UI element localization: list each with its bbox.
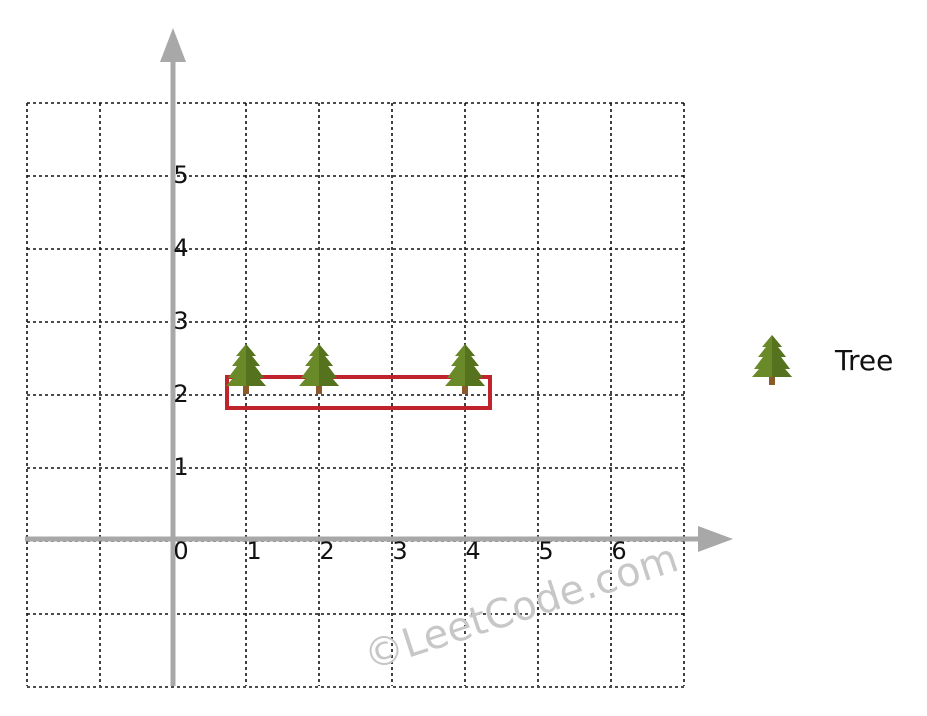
x-tick-label: 5 [538, 537, 553, 565]
tree-markers [226, 344, 485, 394]
y-tick-label: 2 [173, 380, 188, 408]
dotted-grid [26, 102, 685, 688]
x-tick-label: 1 [246, 537, 261, 565]
x-tick-label: 6 [611, 537, 626, 565]
fence-layer [225, 375, 492, 410]
y-tick-label: 3 [173, 307, 188, 335]
x-tick-label: 3 [392, 537, 407, 565]
axes [25, 28, 733, 686]
x-tick-label: 4 [465, 537, 480, 565]
legend-tree-icon [752, 335, 792, 385]
y-tick-label: 5 [173, 161, 188, 189]
fence-rectangle [225, 375, 492, 410]
tree-icon [299, 344, 339, 394]
tree-icon [226, 344, 266, 394]
y-axis-arrow-icon [160, 28, 186, 62]
tick-labels: 0 1 2 3 4 5 6 1 2 3 4 5 [173, 161, 626, 565]
y-tick-label: 4 [173, 234, 188, 262]
tree-icon [445, 344, 485, 394]
legend-label: Tree [834, 344, 893, 377]
x-tick-label: 0 [173, 537, 188, 565]
y-tick-label: 1 [173, 453, 188, 481]
x-axis-arrow-icon [698, 526, 733, 552]
legend: Tree [752, 335, 893, 385]
x-tick-label: 2 [319, 537, 334, 565]
